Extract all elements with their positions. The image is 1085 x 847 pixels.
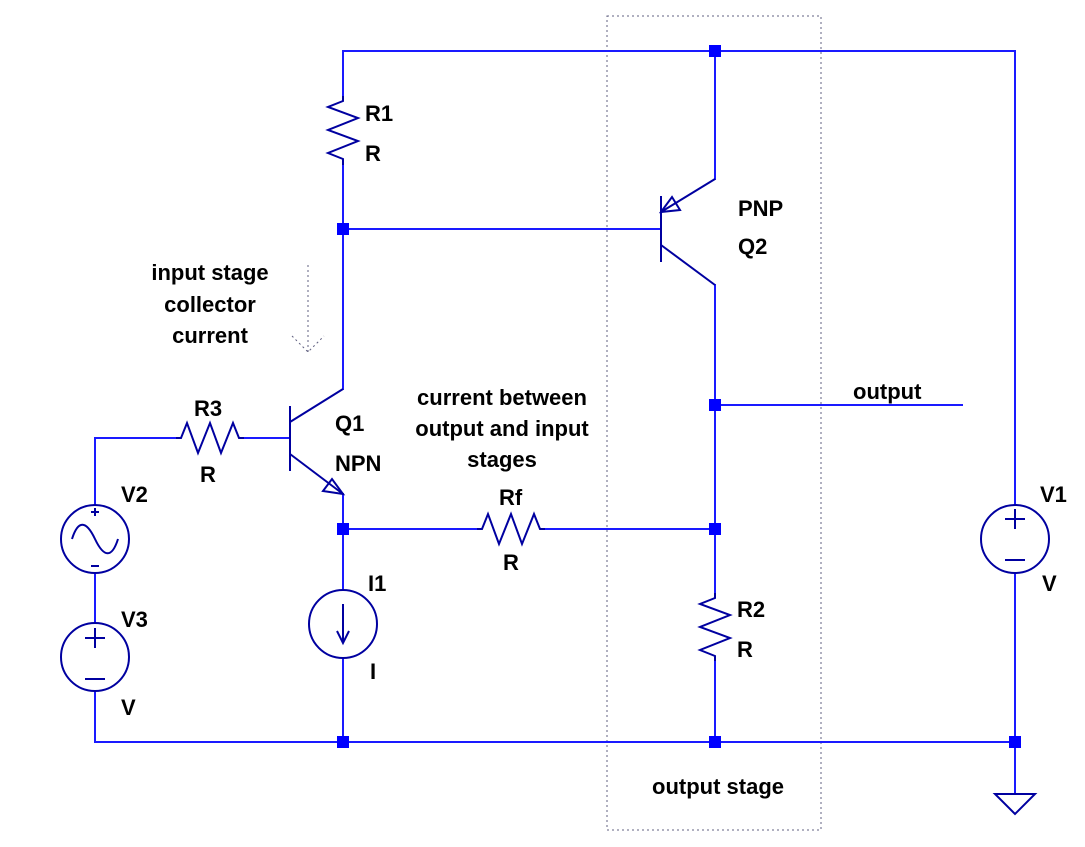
output-stage-box [606,15,822,831]
output-stage-label: output stage [652,774,784,799]
feedback-current-line2: output and input [415,416,589,441]
voltage-source-v3 [60,622,130,692]
resistor-r2 [697,593,733,661]
q1-name: Q1 [335,411,364,436]
v3-value: V [121,695,136,720]
node [1009,736,1021,748]
junction-nodes [337,45,1021,748]
output-net-label: output [853,379,922,404]
input-current-line2: collector [164,292,256,317]
resistor-rf [477,511,545,547]
input-current-line1: input stage [151,260,268,285]
voltage-source-v1 [980,504,1050,574]
current-source-i1 [308,589,378,659]
v1-value: V [1042,571,1057,596]
rf-value: R [503,550,519,575]
r1-name: R1 [365,101,393,126]
resistor-r1 [325,96,361,165]
rf-name: Rf [499,485,523,510]
wires [94,50,1016,795]
transistor-q1 [289,388,346,496]
r3-name: R3 [194,396,222,421]
i1-name: I1 [368,571,386,596]
node [709,45,721,57]
node [337,736,349,748]
voltage-source-v2 [60,504,130,574]
resistor-r3 [176,420,244,456]
feedback-current-line3: stages [467,447,537,472]
ground-icon [992,793,1038,816]
r1-value: R [365,141,381,166]
dotted-arrow-icon [291,265,325,353]
node [709,736,721,748]
feedback-current-line1: current between [417,385,587,410]
i1-value: I [370,659,376,684]
r2-value: R [737,637,753,662]
v2-name: V2 [121,482,148,507]
r2-name: R2 [737,597,765,622]
q1-type: NPN [335,451,381,476]
q2-type: PNP [738,196,783,221]
v3-name: V3 [121,607,148,632]
node [337,223,349,235]
node [709,399,721,411]
node [337,523,349,535]
current-arrow-icon [336,604,350,646]
v1-name: V1 [1040,482,1067,507]
sine-source-icon [71,523,119,555]
q2-name: Q2 [738,234,767,259]
input-current-line3: current [172,323,248,348]
node [709,523,721,535]
transistor-q2 [658,178,716,286]
r3-value: R [200,462,216,487]
